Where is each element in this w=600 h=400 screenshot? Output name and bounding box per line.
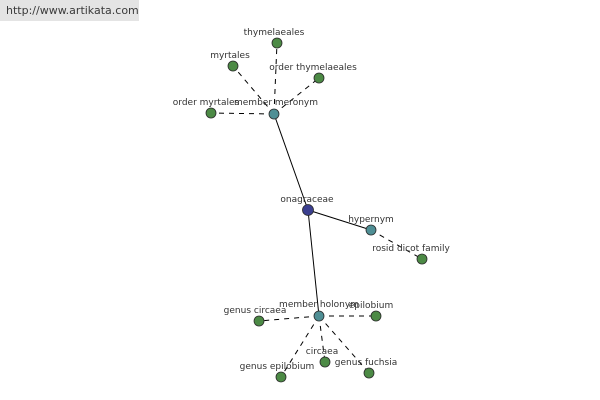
leaf-label-thymelaeales[interactable]: thymelaeales [244,28,305,38]
leaf-label-order-thymelaeales[interactable]: order thymelaeales [269,63,357,73]
label-layer: onagraceae member meronym thymelaeales myrt… [173,28,451,372]
relation-node-member-meronym[interactable] [268,108,280,120]
leaf-label-genus-epilobium[interactable]: genus epilobium [240,362,315,372]
leaf-node-thymelaeales[interactable] [271,37,283,49]
leaf-node-epilobium[interactable] [370,310,382,322]
leaf-label-genus-circaea[interactable]: genus circaea [224,306,287,316]
leaf-label-circaea[interactable]: circaea [306,347,338,357]
leaf-label-genus-fuchsia[interactable]: genus fuchsia [335,358,397,368]
leaf-label-myrtales[interactable]: myrtales [210,51,250,61]
leaf-node-genus-circaea[interactable] [253,315,265,327]
edge-member-meronym-order-thymelaeales [273,77,320,115]
root-node-onagraceae[interactable] [302,204,314,216]
relation-node-hypernym[interactable] [365,224,377,236]
edge-member-holonym-genus-fuchsia [318,315,370,374]
leaf-node-order-myrtales[interactable] [205,107,217,119]
relation-label-member-meronym[interactable]: member meronym [234,98,318,108]
edge-member-meronym-thymelaeales [273,42,278,115]
edge-member-meronym-order-myrtales [210,112,275,115]
edge-layer [210,42,423,378]
relation-label-member-holonym[interactable]: member holonym [279,300,359,310]
edge-root-hypernym [307,209,372,231]
leaf-node-order-thymelaeales[interactable] [313,72,325,84]
leaf-node-rosid-dicot-family[interactable] [416,253,428,265]
leaf-label-epilobium[interactable]: epilobium [349,301,393,311]
edge-root-member-holonym [307,209,320,317]
relation-node-member-holonym[interactable] [313,310,325,322]
relation-label-hypernym[interactable]: hypernym [348,215,394,225]
edge-member-holonym-genus-circaea [258,315,320,322]
leaf-node-genus-fuchsia[interactable] [363,367,375,379]
leaf-node-myrtales[interactable] [227,60,239,72]
leaf-label-order-myrtales[interactable]: order myrtales [173,98,240,108]
url-banner[interactable]: http://www.artikata.com [0,0,139,21]
edge-member-holonym-genus-epilobium [280,315,320,378]
edge-root-member-meronym [273,113,309,211]
node-layer [205,37,428,383]
leaf-node-circaea[interactable] [319,356,331,368]
edge-member-holonym-circaea [318,315,326,363]
leaf-label-rosid-dicot-family[interactable]: rosid dicot family [372,244,450,254]
root-label-onagraceae[interactable]: onagraceae [280,195,334,205]
leaf-node-genus-epilobium[interactable] [275,371,287,383]
edge-member-meronym-myrtales [232,65,275,115]
